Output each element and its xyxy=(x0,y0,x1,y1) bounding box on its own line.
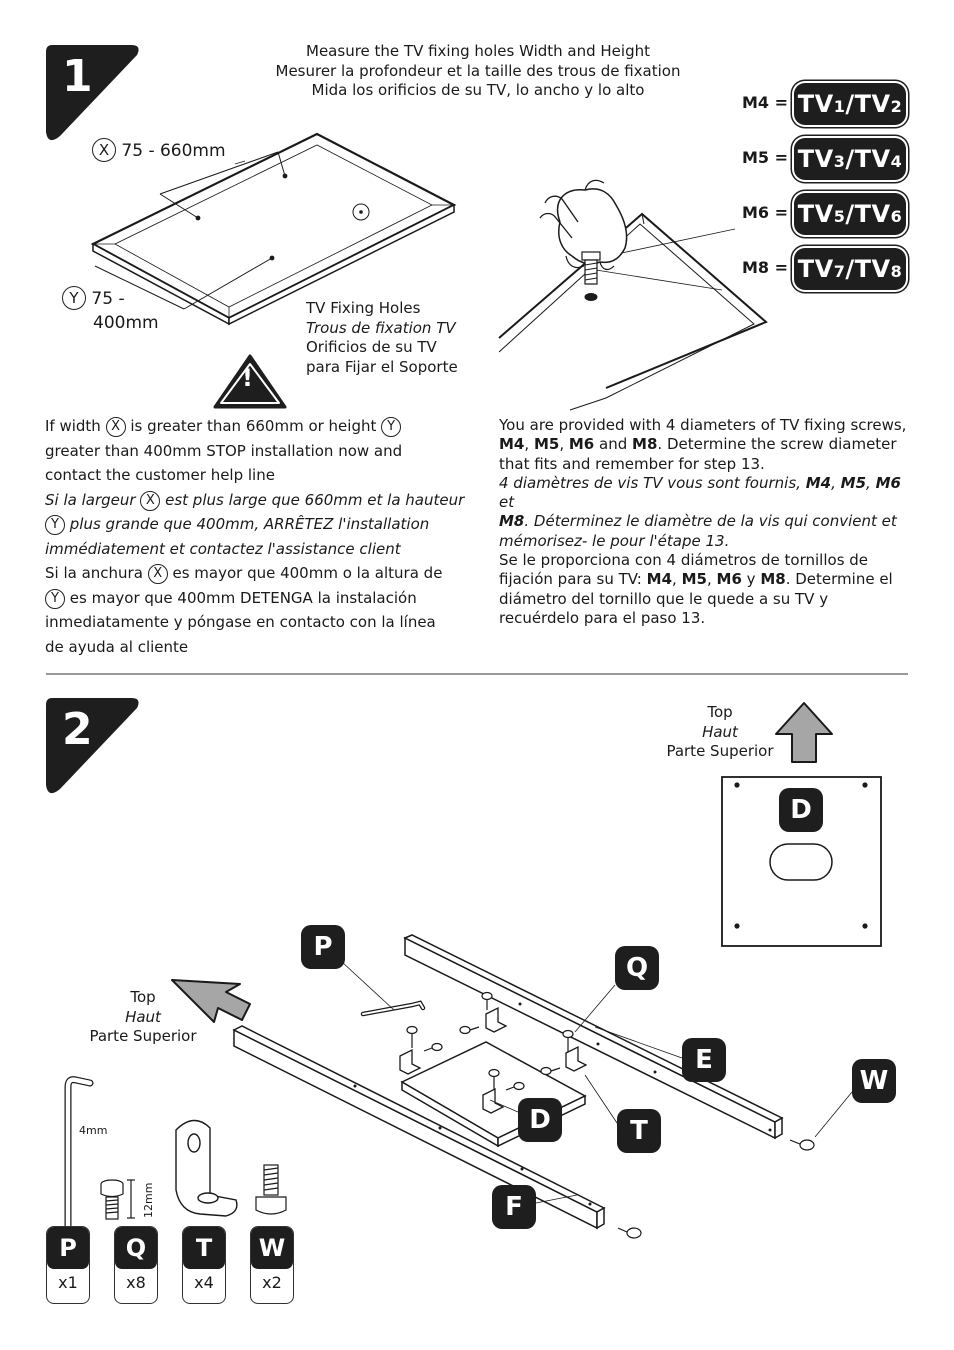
x-dimension-label: X 75 - 660mm xyxy=(92,138,226,162)
callout-w: W xyxy=(852,1059,896,1103)
warning-triangle-icon xyxy=(213,354,287,409)
top-arrow-left-icon xyxy=(171,979,251,1023)
callout-d: D xyxy=(518,1098,562,1142)
tv7-tv8-badge: TV7/TV8 xyxy=(794,248,906,290)
top-label-lower: Top Haut Parte Superior xyxy=(89,988,197,1045)
warning-exclamation: ! xyxy=(242,364,253,392)
brackets-iso xyxy=(399,1006,588,1114)
callout-f: F xyxy=(492,1185,536,1229)
step1-number-tab xyxy=(46,45,139,141)
hand-screw-illustration xyxy=(498,179,768,411)
tv1-tv2-badge: TV1/TV2 xyxy=(794,83,906,125)
tv5-tv6-badge: TV5/TV6 xyxy=(794,193,906,235)
leader-lines xyxy=(341,961,853,1204)
tv3-tv4-badge: TV3/TV4 xyxy=(794,138,906,180)
top-arrow-up-icon xyxy=(775,702,833,763)
part-t: T x4 xyxy=(182,1226,226,1304)
screw-length-label: 12mm xyxy=(142,1182,155,1218)
part-p: P x1 xyxy=(46,1226,90,1304)
callout-d-plate: D xyxy=(779,788,823,832)
allen-key-part xyxy=(64,1076,94,1239)
screws-iso xyxy=(406,991,574,1091)
y-dimension-label: Y 75 - 400mm xyxy=(62,286,159,335)
warning-paragraph: If width X is greater than 660mm or heig… xyxy=(45,417,465,656)
allen-size-label: 4mm xyxy=(79,1124,108,1137)
step1-header: Measure the TV fixing holes Width and He… xyxy=(248,42,708,101)
callout-p: P xyxy=(301,925,345,969)
header-es: Mida los orificios de su TV, lo ancho y … xyxy=(311,81,645,99)
bracket-t-part xyxy=(175,1119,238,1217)
m6-label: M6 = xyxy=(741,203,788,222)
part-w: W x2 xyxy=(250,1226,294,1304)
header-en: Measure the TV fixing holes Width and He… xyxy=(306,42,650,60)
callout-t: T xyxy=(617,1109,661,1153)
m4-label: M4 = xyxy=(741,93,788,112)
end-screws-w xyxy=(617,1139,815,1239)
step2-number: 2 xyxy=(62,704,93,755)
tv-back-panel xyxy=(90,132,457,326)
y-dimension-line xyxy=(94,257,273,310)
x-dimension-line xyxy=(159,151,286,219)
m5-label: M5 = xyxy=(741,148,788,167)
m8-label: M8 = xyxy=(741,258,788,277)
holes-label: TV Fixing Holes Trous de fixation TV Ori… xyxy=(306,299,458,376)
screws-paragraph: You are provided with 4 diameters of TV … xyxy=(499,416,907,627)
rail-f xyxy=(232,1025,606,1230)
part-q: Q x8 xyxy=(114,1226,158,1304)
step1-number: 1 xyxy=(62,51,93,102)
plate-d-holes xyxy=(734,782,868,929)
screw-q-part xyxy=(100,1179,135,1220)
callout-e: E xyxy=(682,1038,726,1082)
plate-d-slot xyxy=(769,843,833,881)
screw-w-part xyxy=(255,1164,287,1215)
top-label-upper: Top Haut Parte Superior xyxy=(666,703,774,760)
callout-q: Q xyxy=(615,946,659,990)
header-fr: Mesurer la profondeur et la taille des t… xyxy=(275,61,681,80)
step2-number-tab xyxy=(46,698,139,794)
